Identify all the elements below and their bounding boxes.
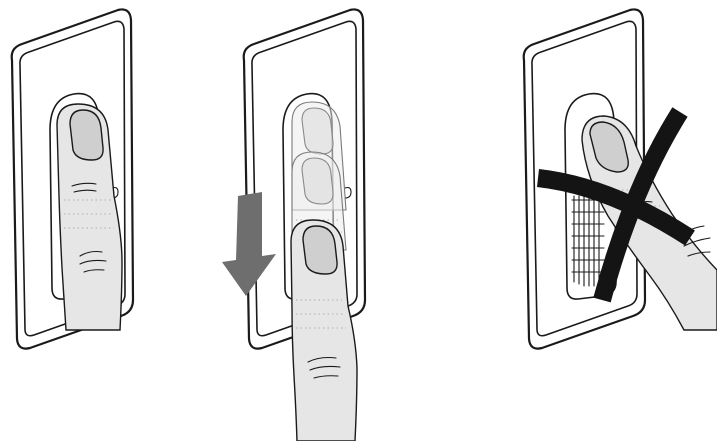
panel-incorrect-angle <box>524 9 717 348</box>
fingernail <box>70 110 103 160</box>
panel-correct-placement <box>12 9 133 348</box>
fingernail <box>303 226 337 274</box>
panel-correct-swipe <box>222 9 365 441</box>
